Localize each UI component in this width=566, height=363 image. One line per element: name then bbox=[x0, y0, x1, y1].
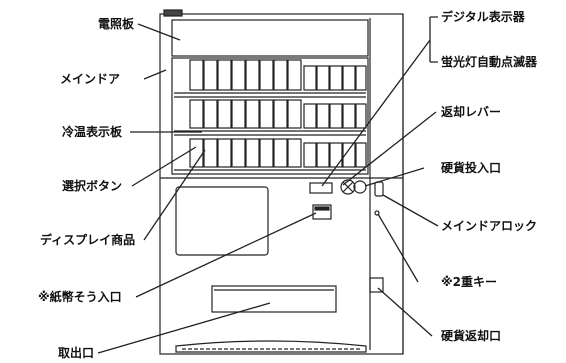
leader-display-board bbox=[137, 23, 181, 41]
leader-coin-slot bbox=[364, 167, 425, 187]
label-bill-slot: ※紙幣そう入口 bbox=[38, 290, 122, 304]
leader-display-products bbox=[143, 149, 206, 241]
label-main-door-lock: メインドアロック bbox=[441, 219, 538, 233]
return-lever-unit bbox=[340, 179, 356, 195]
label-temp-indicator-board: 冷温表示板 bbox=[62, 125, 123, 139]
leader-double-key bbox=[377, 213, 419, 283]
leader-selection-button bbox=[131, 146, 197, 187]
take-out-port-unit bbox=[211, 285, 337, 313]
label-double-key: ※2重キー bbox=[441, 275, 498, 289]
label-fluorescent-auto-flasher: 蛍光灯自動点滅器 bbox=[441, 55, 538, 69]
leader-digital-display bbox=[321, 16, 438, 187]
label-selection-button: 選択ボタン bbox=[62, 179, 123, 193]
display-board-panel bbox=[171, 19, 369, 57]
leader-coin-return bbox=[377, 287, 433, 337]
label-coin-slot: 硬貨投入口 bbox=[441, 161, 502, 175]
coin-slot-unit bbox=[374, 181, 384, 197]
base-vent bbox=[175, 340, 367, 353]
label-coin-return-port: 硬貨返却口 bbox=[441, 329, 502, 343]
coin-return-unit bbox=[369, 277, 384, 293]
label-return-lever: 返却レバー bbox=[441, 105, 502, 119]
double-key-unit bbox=[374, 210, 380, 216]
leader-return-lever bbox=[342, 111, 437, 186]
showcase-window bbox=[171, 57, 369, 175]
leader-take-out bbox=[97, 302, 271, 354]
digital-display-unit bbox=[309, 182, 333, 194]
machine-body bbox=[159, 13, 404, 355]
label-take-out-port: 取出口 bbox=[58, 346, 95, 360]
top-cap bbox=[163, 9, 183, 17]
label-main-door: メインドア bbox=[60, 72, 121, 86]
shelf-row-1 bbox=[174, 59, 367, 98]
lower-panel-window bbox=[175, 186, 269, 256]
bill-slot-unit bbox=[312, 204, 332, 220]
label-display-products: ディスプレイ商品 bbox=[40, 233, 136, 247]
shelf-row-2 bbox=[174, 99, 367, 136]
leader-bill-slot bbox=[135, 212, 317, 298]
leader-main-door bbox=[143, 69, 167, 80]
label-digital-display: デジタル表示器 bbox=[441, 10, 525, 24]
leader-door-lock bbox=[382, 194, 439, 227]
label-display-board: 電照板 bbox=[98, 17, 135, 31]
